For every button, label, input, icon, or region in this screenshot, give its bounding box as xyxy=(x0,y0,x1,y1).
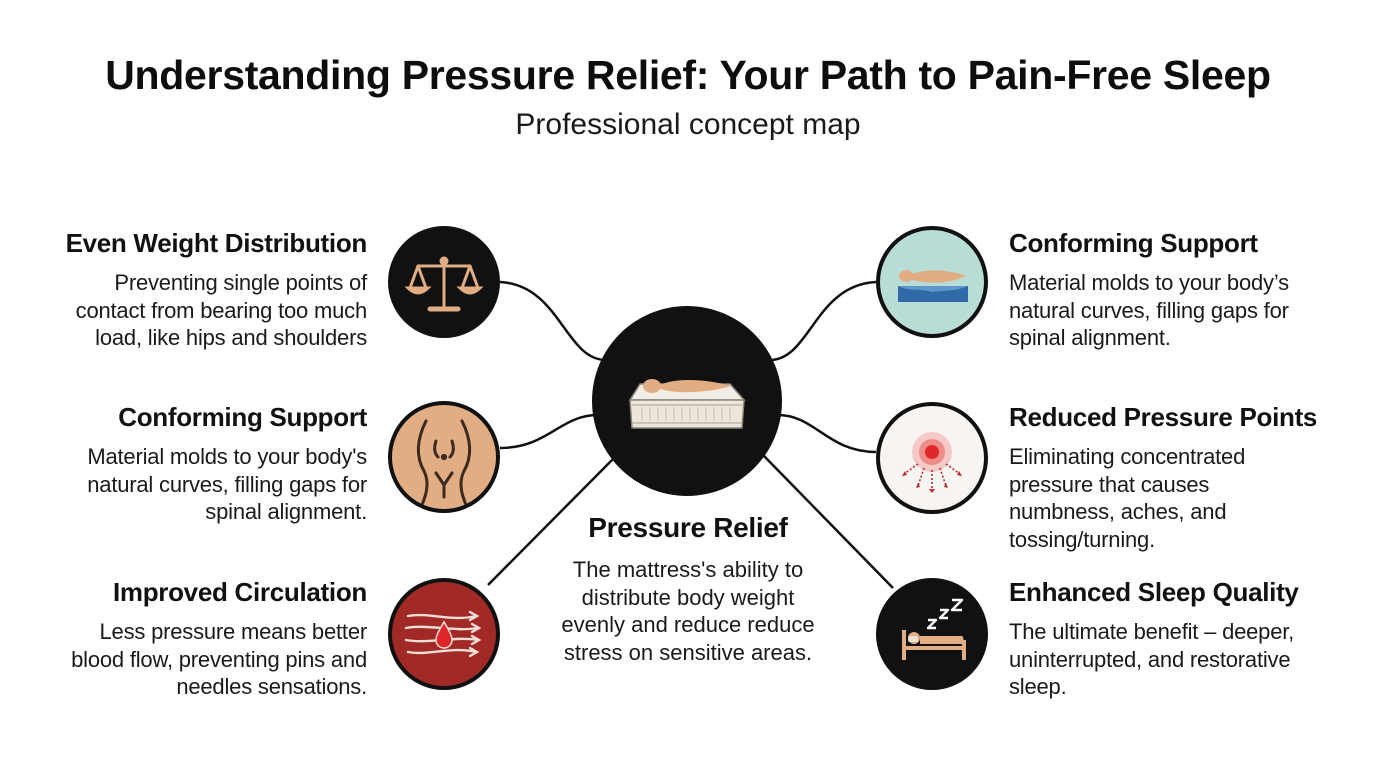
connector-line-left-3 xyxy=(487,455,617,586)
connector-line-left-1 xyxy=(499,280,607,362)
node-conforming-support-right xyxy=(876,226,988,338)
diagram-title: Understanding Pressure Relief: Your Path… xyxy=(105,52,1271,98)
connector-line-right-3 xyxy=(763,455,894,589)
balance-scale-icon xyxy=(404,256,484,312)
node-heading: Enhanced Sleep Quality xyxy=(1009,577,1299,607)
body-on-foam-icon xyxy=(898,270,968,302)
block-conforming-support-left: Conforming Support Material molds to you… xyxy=(57,402,367,526)
node-description: Material molds to your body's natural cu… xyxy=(87,444,367,524)
blood-flow-icon xyxy=(404,610,482,658)
connector-line-right-2 xyxy=(777,413,877,454)
node-improved-circulation xyxy=(388,578,500,690)
node-description: Preventing single points of contact from… xyxy=(75,270,368,350)
node-heading: Improved Circulation xyxy=(112,577,367,607)
mattress-icon xyxy=(628,379,746,429)
center-node xyxy=(592,306,782,496)
connector-line-right-1 xyxy=(769,280,877,362)
block-improved-circulation: Improved Circulation Less pressure means… xyxy=(57,577,367,701)
node-description: Eliminating concentrated pressure that c… xyxy=(1009,444,1246,552)
node-heading: Reduced Pressure Points xyxy=(1009,402,1318,432)
node-heading: Conforming Support xyxy=(1009,228,1258,258)
center-description: The mattress's ability to distribute bod… xyxy=(561,557,815,665)
node-even-weight xyxy=(388,226,500,338)
node-description: The ultimate benefit – deeper, uninterru… xyxy=(1009,619,1295,699)
center-text-block: Pressure Relief The mattress's ability t… xyxy=(548,512,828,666)
center-heading: Pressure Relief xyxy=(588,512,788,543)
block-even-weight: Even Weight Distribution Preventing sing… xyxy=(57,228,368,352)
connector-line-left-2 xyxy=(499,413,599,450)
node-conforming-support-left xyxy=(388,401,500,513)
node-heading: Conforming Support xyxy=(118,402,367,432)
block-conforming-support-right: Conforming Support Material molds to you… xyxy=(1009,228,1319,352)
node-description: Less pressure means better blood flow, p… xyxy=(71,619,367,699)
sleeping-person-icon xyxy=(902,598,966,660)
block-reduced-pressure-points: Reduced Pressure Points Eliminating conc… xyxy=(1009,402,1319,553)
node-heading: Even Weight Distribution xyxy=(65,228,368,258)
body-curves-icon xyxy=(416,419,472,507)
pressure-point-icon xyxy=(902,432,962,493)
node-enhanced-sleep-quality xyxy=(876,578,988,690)
diagram-subtitle: Professional concept map xyxy=(515,108,861,141)
node-description: Material molds to your body’s natural cu… xyxy=(1009,270,1289,350)
node-reduced-pressure-points xyxy=(876,402,988,514)
block-enhanced-sleep-quality: Enhanced Sleep Quality The ultimate bene… xyxy=(1009,577,1319,701)
